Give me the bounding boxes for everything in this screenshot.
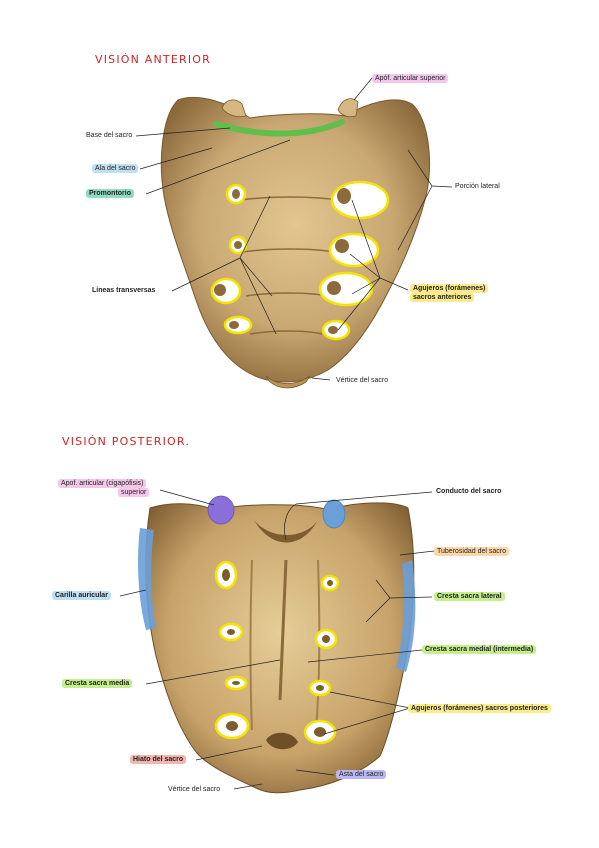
label-sacral-tuberosity: Tuberosidad del sacro xyxy=(434,547,510,556)
label-sacral-canal: Conducto del sacro xyxy=(436,488,502,495)
label-transverse-lines: Líneas transversas xyxy=(92,287,156,294)
sacral-hiatus xyxy=(266,732,298,750)
label-lateral-sacral-crest: Cresta sacra lateral xyxy=(434,592,505,601)
label-posterior-foramina: Agujeros (forámenes) sacros posteriores xyxy=(408,704,551,713)
superior-articular-facet-left xyxy=(207,495,235,525)
sacral-base-highlight xyxy=(213,119,345,137)
superior-articular-facet-right xyxy=(322,499,346,529)
anterior-view-title: VISIÓN ANTERIOR xyxy=(95,53,211,66)
superior-articular-process-left xyxy=(221,99,247,118)
label-superior-articular-process-posterior-line2: superior xyxy=(118,488,150,497)
label-sacral-apex-anterior: Vértice del sacro xyxy=(336,377,389,384)
sacral-canal-opening xyxy=(254,520,318,543)
label-sacral-hiatus: Hiato del sacro xyxy=(130,755,187,764)
sacrum-anterior-body xyxy=(160,96,431,383)
label-anterior-foramina-line1: Agujeros (forámenes) xyxy=(410,284,489,293)
label-sacral-base: Base del sacro xyxy=(86,132,133,139)
auricular-surface-left xyxy=(138,528,156,630)
label-median-sacral-crest: Cresta sacra media xyxy=(62,679,133,688)
label-lateral-part: Porción lateral xyxy=(455,183,500,190)
superior-articular-process-right xyxy=(337,98,359,118)
label-sacral-cornu: Asta del sacro xyxy=(336,770,387,779)
label-promontory: Promontorio xyxy=(86,189,134,198)
label-medial-sacral-crest: Cresta sacra medial (intermedia) xyxy=(422,645,537,654)
auricular-surface-right xyxy=(396,560,416,672)
label-sacral-ala: Ala del sacro xyxy=(92,164,139,173)
sacral-apex-anterior xyxy=(265,375,311,389)
posterior-view-title: VISIÓN POSTERIOR. xyxy=(62,435,191,448)
label-sacral-apex-posterior: Vértice del sacro xyxy=(168,786,221,793)
sacrum-posterior-body xyxy=(145,502,415,794)
label-anterior-foramina-line2: sacros anteriores xyxy=(410,293,475,302)
label-superior-articular-process: Apóf. articular superior xyxy=(372,74,449,83)
label-superior-articular-process-posterior-line1: Apof. articular (cigapófisis) xyxy=(58,479,147,488)
label-auricular-surface: Carilla auricular xyxy=(52,591,111,600)
